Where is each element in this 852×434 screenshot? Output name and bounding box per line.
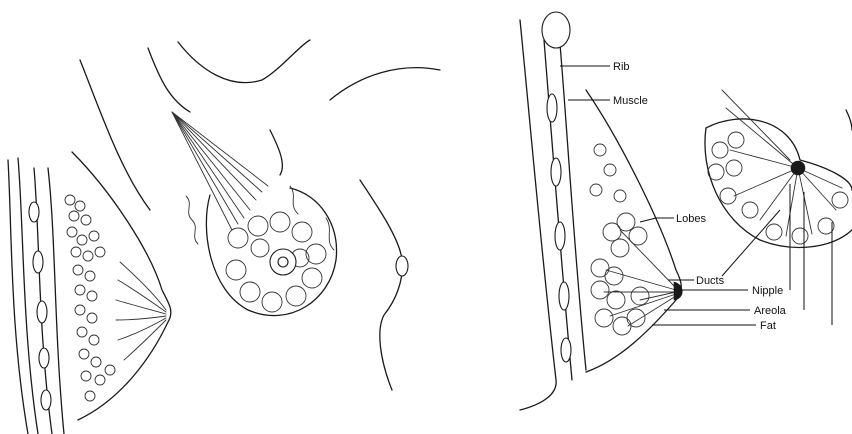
arm-outline-2 [148, 48, 190, 112]
inset-outline-top [706, 119, 852, 190]
vessel-3 [326, 218, 334, 250]
rib-sections [29, 202, 51, 410]
nipple-front [278, 257, 288, 267]
inset-pointer-2 [726, 108, 798, 168]
right-shoulder-outline [330, 68, 440, 100]
chest-wall-outer [520, 20, 556, 410]
labeled-diagram: Rib Muscle Lobes Ducts Nipple Areola Fat [520, 12, 852, 410]
fat-lobules [65, 195, 115, 401]
inset-nipple [791, 161, 805, 175]
pectoral-fibres [172, 112, 268, 230]
breast-outline-right [586, 90, 681, 372]
label-areola: Areola [754, 305, 787, 317]
label-lobes: Lobes [676, 213, 706, 225]
left-breast-outline [206, 188, 336, 316]
right-nipple [396, 256, 408, 276]
inset-pointer-1 [722, 90, 790, 160]
inset-frontal-view [705, 90, 852, 247]
chest-wall-line-2 [18, 158, 38, 434]
label-rib: Rib [613, 61, 630, 73]
torso-illustration [80, 40, 440, 390]
vessel-1 [186, 196, 198, 244]
inset-edge [846, 110, 852, 130]
muscle-layer [560, 44, 586, 370]
chest-wall-inner [544, 40, 572, 380]
shoulder-outline [178, 40, 310, 83]
breast-outline [72, 152, 171, 420]
label-fat: Fat [760, 320, 776, 332]
label-ducts: Ducts [696, 275, 725, 287]
right-breast-outline [360, 180, 402, 390]
arm-outline-1 [80, 60, 150, 210]
rib-top [542, 12, 570, 48]
label-muscle: Muscle [613, 95, 648, 107]
label-nipple: Nipple [752, 285, 783, 297]
sternum-line [270, 130, 282, 175]
ducts-left [116, 262, 166, 360]
cross-section-illustration [8, 152, 171, 434]
